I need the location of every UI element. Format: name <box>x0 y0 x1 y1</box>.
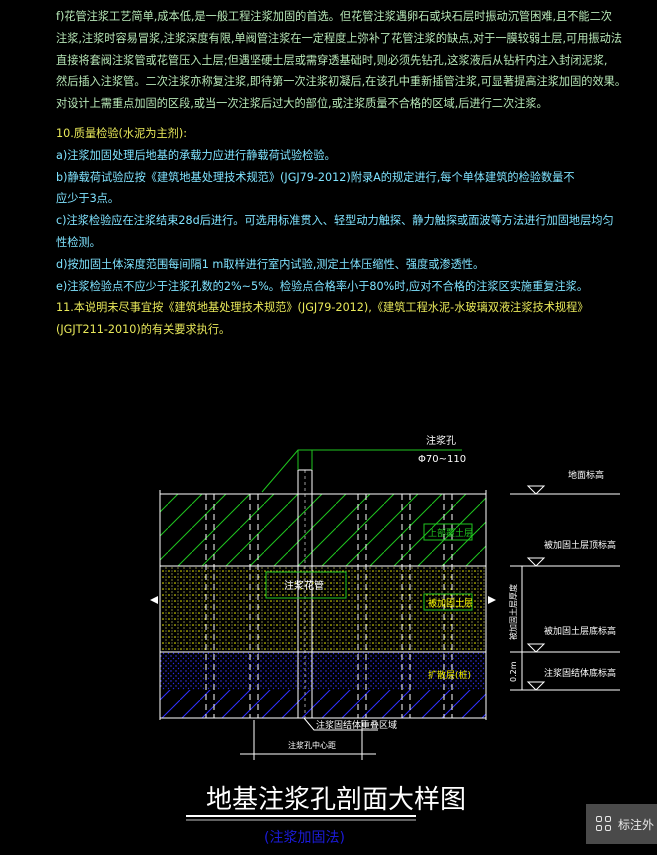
pipe-label: 注浆花管 <box>284 579 324 592</box>
spacing-label: 注浆孔中心距 <box>288 740 336 750</box>
grid-icon <box>596 816 612 832</box>
note-line: 10.质量检验(水泥为主剂): <box>56 126 187 140</box>
thickness-label: 被加固土层厚度 <box>508 584 518 640</box>
depth-label: 0.2m <box>509 661 518 682</box>
layer-reinforced <box>160 566 486 652</box>
note-line: 直接将套阀注浆管或花管压入土层;但遇坚硬土层或需穿透基础时,则必须先钻孔,这浆液… <box>56 53 608 67</box>
note-line: d)按加固土体深度范围每间隔1 m取样进行室内试验,测定土体压缩性、强度或渗透性… <box>56 257 485 271</box>
note-line: 注浆,注浆时容易冒浆,注浆深度有限,单阀管注浆在一定程度上弥补了花管注浆的缺点,… <box>56 31 622 45</box>
note-line: 对设计上需重点加固的区段,或当一次注浆后过大的部位,或注浆质量不合格的区域,后进… <box>56 97 548 111</box>
ground-level-label: 地面标高 <box>568 469 604 481</box>
annotation-toast[interactable]: 标注外 <box>586 804 657 844</box>
note-line: 性检测。 <box>56 235 101 249</box>
note-line: f)花管注浆工艺简单,成本低,是一般工程注浆加固的首选。但花管注浆遇卵石或块石层… <box>56 10 612 23</box>
overlap-label: 注浆固结体重叠区域 <box>316 719 397 731</box>
hole-label: 注浆孔 <box>426 434 456 447</box>
note-line: (JGJT211-2010)的有关要求执行。 <box>56 323 231 337</box>
note-line: b)静载荷试验应按《建筑地基处理技术规范》(JGJ79-2012)附录A的规定进… <box>56 170 575 184</box>
toast-label: 标注外 <box>618 817 655 832</box>
grout-bottom-label: 注浆固结体底标高 <box>544 667 616 679</box>
note-line: 应少于3点。 <box>56 192 120 206</box>
note-line: e)注浆检验点不应少于注浆孔数的2%~5%。检验点合格率小于80%时,应对不合格… <box>56 279 589 293</box>
note-line: 11.本说明未尽事宜按《建筑地基处理技术规范》(JGJ79-2012),《建筑工… <box>56 301 589 315</box>
design-notes: f)花管注浆工艺简单,成本低,是一般工程注浆加固的首选。但花管注浆遇卵石或块石层… <box>56 6 646 341</box>
layer2-label: 被加固土层 <box>428 597 473 609</box>
note-line: c)注浆检验应在注浆结束28d后进行。可选用标准贯入、轻型动力触探、静力触探或面… <box>56 214 614 228</box>
layer1-label: 上部覆土层 <box>428 527 473 539</box>
note-line: 然后插入注浆管。二次注浆亦称复注浆,即待第一次注浆初凝后,在该孔中重新插管注浆,… <box>56 75 627 89</box>
drawing-title: 地基注浆孔剖面大样图 <box>206 785 466 815</box>
hole-dia-label: Φ70~110 <box>418 454 466 465</box>
layer-bottom-hatch <box>160 690 486 718</box>
layer3-label: 扩散层(桩) <box>428 669 471 681</box>
note-line: a)注浆加固处理后地基的承载力应进行静载荷试验检验。 <box>56 148 336 162</box>
bottom-level-label: 被加固土层底标高 <box>544 625 616 637</box>
drawing-subtitle: (注浆加固法) <box>264 830 345 846</box>
top-level-label: 被加固土层顶标高 <box>544 539 616 551</box>
